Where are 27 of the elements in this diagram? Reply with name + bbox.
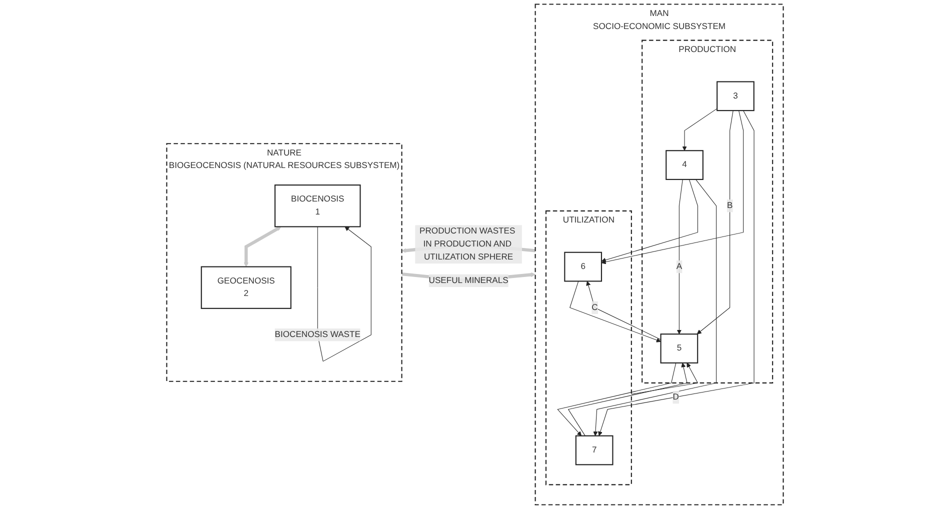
edge-label: PRODUCTION WASTES IN PRODUCTION AND UTILIZATION SPHERE [420,226,516,262]
arrow [696,110,734,334]
node-box: 3 [716,81,754,112]
edge-label: B [726,201,733,210]
edge-label: USEFUL MINERALS [428,276,508,285]
arrow [631,362,698,394]
arrow [601,110,744,264]
arrow [586,281,662,340]
edge-label: BIOCENOSIS WASTE [274,330,360,340]
node-box: BIOCENOSIS 1 [274,184,361,228]
arrow [593,179,717,436]
edge-label: A [676,262,682,272]
arrow [682,108,718,151]
edge-label: C [592,302,598,312]
arrow [570,280,661,342]
arrow [676,179,683,334]
edge-label: D [672,392,679,402]
arrow [244,226,282,267]
node-box: 7 [575,435,614,466]
node-box: 4 [666,150,704,180]
node-box: 5 [660,334,698,364]
arrow [598,110,754,436]
arrow [601,179,698,262]
arrow [568,362,688,436]
arrow [557,362,676,436]
node-box: 6 [564,252,602,282]
node-box: GEOCENOSIS 2 [200,266,292,309]
